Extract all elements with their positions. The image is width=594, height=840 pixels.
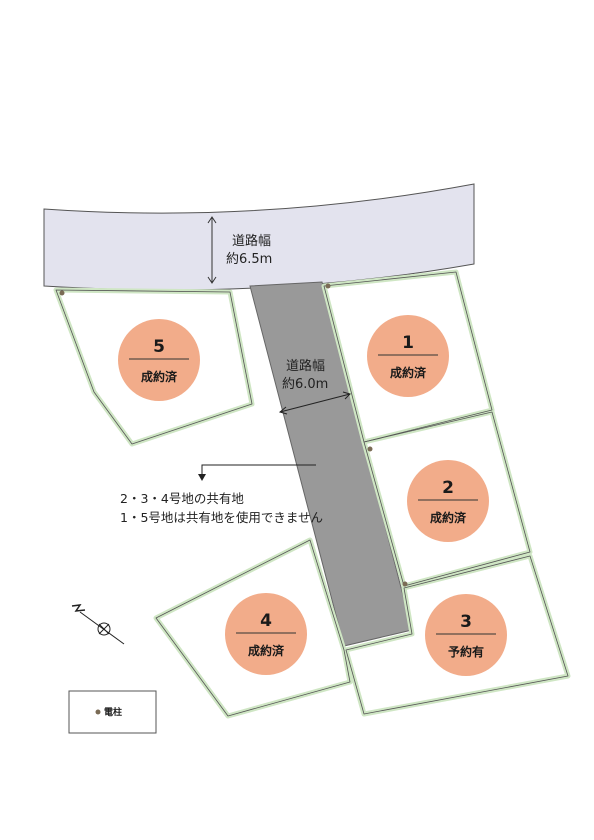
note-line-1: 2・3・4号地の共有地 bbox=[120, 491, 244, 506]
note-line-2: 1・5号地は共有地を使用できません bbox=[120, 510, 323, 525]
top-road-dimension bbox=[207, 216, 217, 284]
legend-pole-label: 電柱 bbox=[104, 706, 122, 718]
lot-5-number: 5 bbox=[153, 337, 165, 357]
lot-3-status: 予約有 bbox=[448, 644, 484, 659]
private-road-width-label: 道路幅 bbox=[286, 358, 325, 374]
utility-pole-icon bbox=[367, 446, 373, 452]
shared-land-leader bbox=[201, 464, 316, 474]
legend: 電柱 bbox=[68, 690, 157, 734]
lot-3-badge: 3 予約有 bbox=[425, 594, 507, 676]
top-road-width-label: 道路幅 bbox=[232, 233, 271, 249]
lot-4-status: 成約済 bbox=[248, 643, 285, 658]
top-road-width-value: 約6.5m bbox=[226, 252, 272, 267]
utility-pole-icon bbox=[95, 709, 101, 715]
lot-4-badge: 4 成約済 bbox=[225, 593, 307, 675]
lot-3-number: 3 bbox=[460, 612, 472, 632]
north-arrow-icon bbox=[71, 604, 125, 645]
utility-pole-icon bbox=[402, 581, 408, 587]
utility-pole-icon bbox=[325, 283, 331, 289]
lot-1-badge: 1 成約済 bbox=[367, 315, 449, 397]
lot-2-number: 2 bbox=[442, 478, 454, 498]
lot-5-badge: 5 成約済 bbox=[118, 319, 200, 401]
private-road-width-value: 約6.0m bbox=[282, 377, 328, 392]
lot-5-status: 成約済 bbox=[141, 369, 178, 384]
leader-arrow-icon bbox=[198, 474, 206, 481]
utility-pole-icon bbox=[59, 290, 65, 296]
private-road-dimension bbox=[278, 391, 351, 415]
lot-1-number: 1 bbox=[402, 333, 414, 353]
lot-2-badge: 2 成約済 bbox=[407, 460, 489, 542]
lot-1-status: 成約済 bbox=[390, 365, 427, 380]
lot-4-number: 4 bbox=[260, 611, 272, 631]
lot-2-status: 成約済 bbox=[430, 510, 467, 525]
